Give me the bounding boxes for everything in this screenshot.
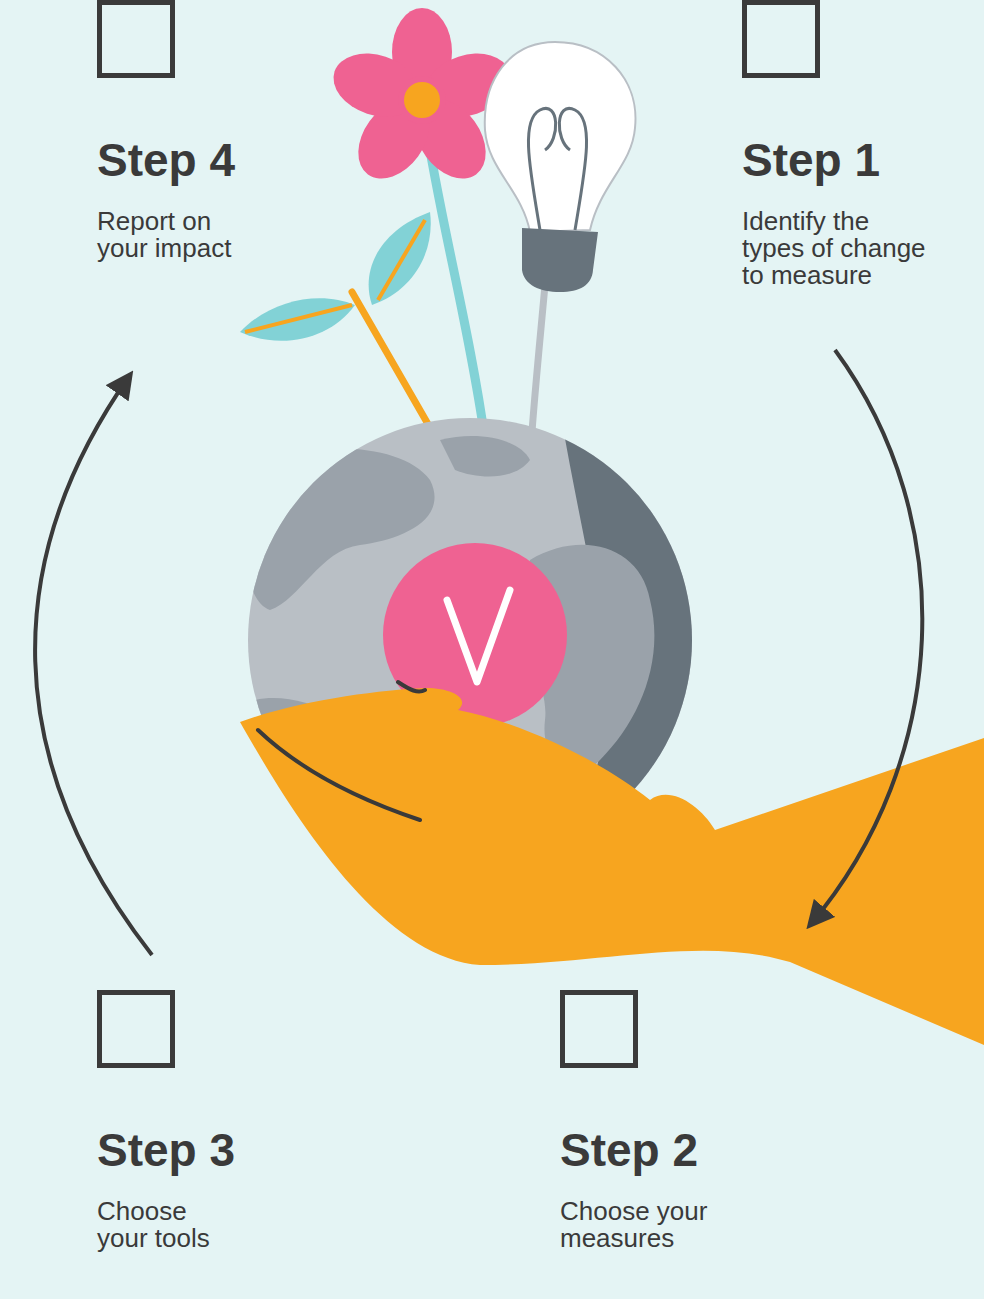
cycle-arrow [35, 375, 152, 955]
checkbox-square [742, 0, 820, 78]
step-title: Step 1 [742, 134, 984, 186]
flower-ring [398, 76, 446, 124]
checkbox-square [97, 990, 175, 1068]
step-description: Choose your measures [560, 1198, 760, 1252]
step-title: Step 2 [560, 1124, 820, 1176]
step-title: Step 3 [97, 1124, 317, 1176]
bulb-glass [485, 42, 636, 232]
step-node: Step 2 Choose your measures [560, 925, 820, 1255]
leaf-vein [378, 220, 425, 300]
step-node: Step 3 Choose your tools [97, 955, 317, 1255]
step-node: Step 1 Identify the types of change to me… [742, 0, 984, 350]
bulb-base [522, 228, 598, 292]
step-description: Identify the types of change to measure [742, 208, 932, 289]
leaf [369, 212, 431, 305]
continent [440, 436, 530, 476]
leaf-twig [352, 292, 440, 445]
step-description: Report on your impact [97, 208, 247, 262]
check-mark [447, 590, 510, 682]
step-description: Choose your tools [97, 1198, 222, 1252]
leaf [240, 298, 355, 341]
bulb-filament [528, 108, 586, 230]
bulb-wire [532, 285, 545, 432]
checkbox-square [97, 0, 175, 78]
step-title: Step 4 [97, 134, 297, 186]
leaf-vein [245, 305, 352, 332]
finger-line [258, 682, 425, 820]
cycle-arrow [810, 350, 922, 925]
flower-center [404, 82, 440, 118]
checkbox-square [560, 990, 638, 1068]
step-node: Step 4 Report on your impact [97, 0, 297, 375]
